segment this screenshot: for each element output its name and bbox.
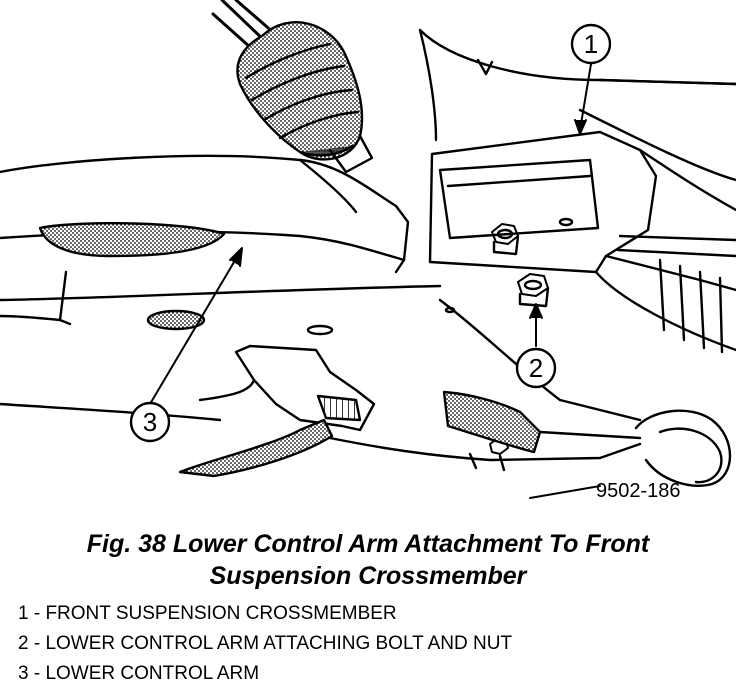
frame-brackets	[0, 298, 732, 487]
body-panel	[418, 28, 736, 182]
lower-control-arm	[0, 154, 456, 336]
caption-line-2: Suspension Crossmember	[209, 562, 527, 590]
figure-caption: Fig. 38 Lower Control Arm Attachment To …	[0, 528, 736, 592]
cv-boot	[236, 21, 374, 174]
callout-1: 1	[570, 23, 612, 65]
callout-3-label: 3	[143, 407, 157, 437]
callout-2-label: 2	[529, 353, 543, 383]
legend-item-2: 2 - LOWER CONTROL ARM ATTACHING BOLT AND…	[18, 633, 513, 654]
legend-item-1: 1 - FRONT SUSPENSION CROSSMEMBER	[18, 603, 397, 624]
legend-item-3: 3 - LOWER CONTROL ARM	[18, 663, 260, 684]
part-number: 9502-186	[596, 480, 681, 502]
crossmember	[428, 130, 736, 354]
leader-lines	[149, 57, 601, 499]
callout-3: 3	[129, 401, 171, 443]
callout-2: 2	[515, 347, 557, 389]
callout-1-label: 1	[584, 29, 598, 59]
suspension-illustration: 1 2 3 9502-186	[0, 0, 736, 502]
legend: 1 - FRONT SUSPENSION CROSSMEMBER 2 - LOW…	[18, 599, 718, 689]
caption-line-1: Fig. 38 Lower Control Arm Attachment To …	[86, 530, 650, 558]
